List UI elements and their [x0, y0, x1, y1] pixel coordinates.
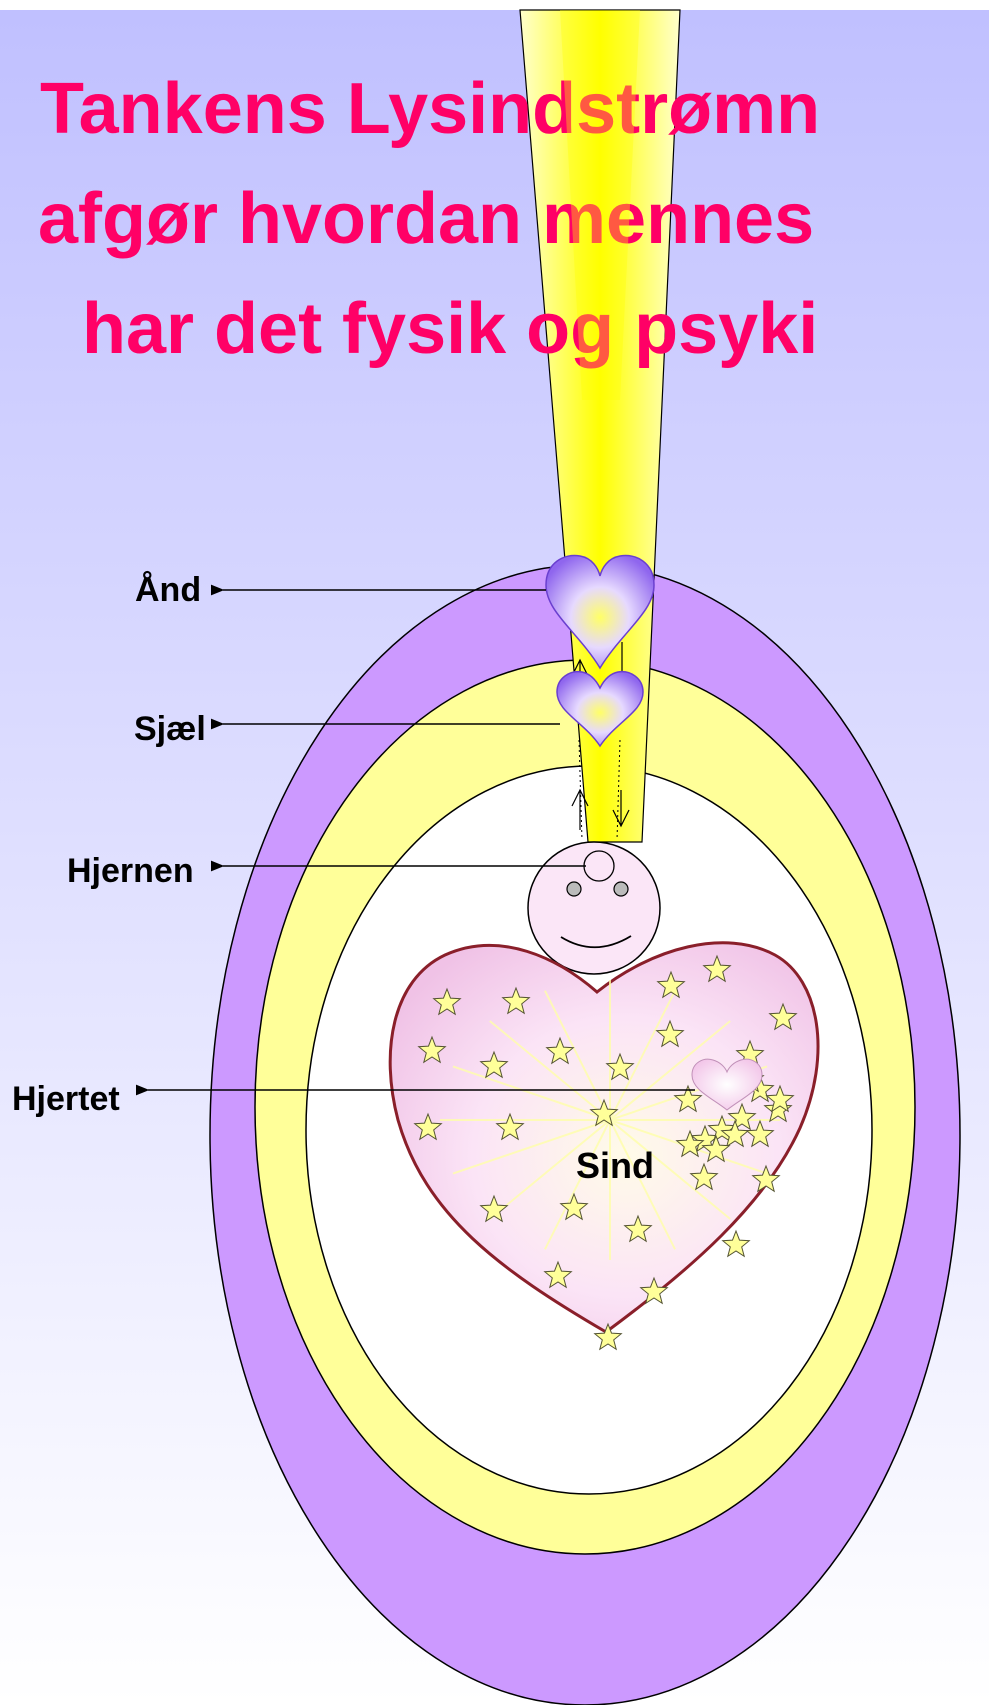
- brain-circle: [584, 851, 614, 881]
- right-eye: [614, 882, 628, 896]
- title-line-3: har det fysik og psyki: [82, 289, 818, 369]
- label-sjael: Sjæl: [134, 710, 206, 748]
- title-line-1: Tankens Lysindstrømn: [40, 69, 820, 149]
- title-line-2: afgør hvordan mennes: [38, 179, 814, 259]
- label-sind: Sind: [576, 1145, 654, 1186]
- label-hjertet: Hjertet: [12, 1080, 120, 1118]
- head-figure: [528, 842, 660, 974]
- label-hjernen: Hjernen: [67, 852, 194, 890]
- label-aand: Ånd: [135, 571, 201, 609]
- left-eye: [567, 882, 581, 896]
